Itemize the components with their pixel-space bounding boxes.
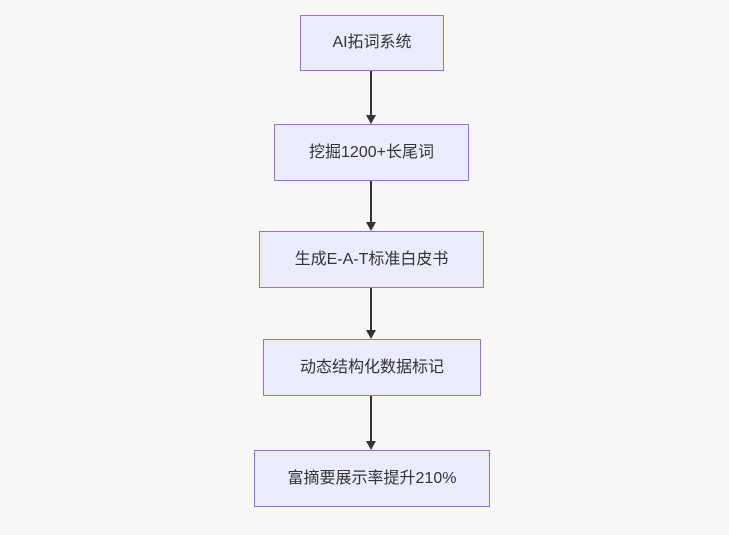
flow-node-rich-snippet-rate: 富摘要展示率提升210% <box>254 450 490 507</box>
flow-node-longtail-keywords: 挖掘1200+长尾词 <box>274 124 469 181</box>
flow-node-label: 富摘要展示率提升210% <box>287 469 457 487</box>
arrow-down-icon <box>366 115 376 124</box>
flow-node-label: 挖掘1200+长尾词 <box>309 143 434 161</box>
flow-node-eat-whitepaper: 生成E-A-T标准白皮书 <box>259 231 484 288</box>
flow-node-label: AI拓词系统 <box>332 34 412 51</box>
flow-node-label: 动态结构化数据标记 <box>299 358 444 376</box>
arrow-down-icon <box>366 441 376 450</box>
arrow-line <box>370 71 372 115</box>
arrow-down-icon <box>366 330 376 339</box>
flow-node-label: 生成E-A-T标准白皮书 <box>294 250 449 268</box>
arrow-line <box>370 288 372 330</box>
arrow-line <box>370 396 372 441</box>
flow-node-ai-keyword-system: AI拓词系统 <box>300 15 444 71</box>
flow-node-structured-data-markup: 动态结构化数据标记 <box>263 339 481 396</box>
flow-arrow-4 <box>366 396 376 450</box>
flow-arrow-1 <box>366 71 376 124</box>
flow-arrow-3 <box>366 288 376 339</box>
flow-arrow-2 <box>366 181 376 231</box>
arrow-line <box>370 181 372 222</box>
arrow-down-icon <box>366 222 376 231</box>
